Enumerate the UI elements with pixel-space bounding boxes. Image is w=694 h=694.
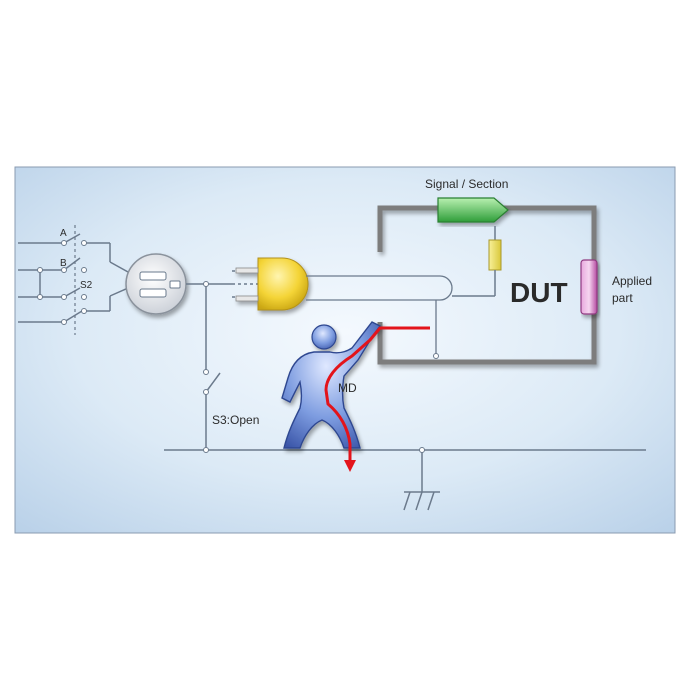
plug-icon (235, 257, 309, 311)
power-lines (18, 233, 129, 323)
label-applied-part-1: Applied (612, 274, 652, 288)
diagram-panel (14, 166, 676, 534)
label-switch-s2: S2 (80, 280, 93, 291)
ground-junction-left (203, 447, 209, 453)
label-switch-a: A (60, 228, 67, 239)
applied-part-icon (580, 259, 598, 315)
label-applied-part-2: part (612, 291, 633, 305)
ground-line (164, 449, 646, 511)
label-s3: S3:Open (212, 413, 259, 427)
label-signal-section: Signal / Section (425, 177, 508, 191)
s3-switch (205, 372, 221, 450)
switch-contacts (37, 240, 87, 325)
s3-contact-top (203, 369, 209, 375)
signal-connector-icon (437, 197, 509, 223)
ground-junction-right (419, 447, 425, 453)
dut-label: DUT (510, 277, 568, 308)
cord-junction (433, 353, 439, 359)
power-cord (306, 275, 453, 356)
label-switch-b: B (60, 258, 67, 269)
sensor-element (452, 226, 502, 297)
s3-contact-bottom (203, 389, 209, 395)
label-md: MD (338, 381, 357, 395)
junction-dot (203, 281, 209, 287)
power-outlet-icon (125, 253, 187, 315)
leakage-current-path (324, 326, 430, 472)
